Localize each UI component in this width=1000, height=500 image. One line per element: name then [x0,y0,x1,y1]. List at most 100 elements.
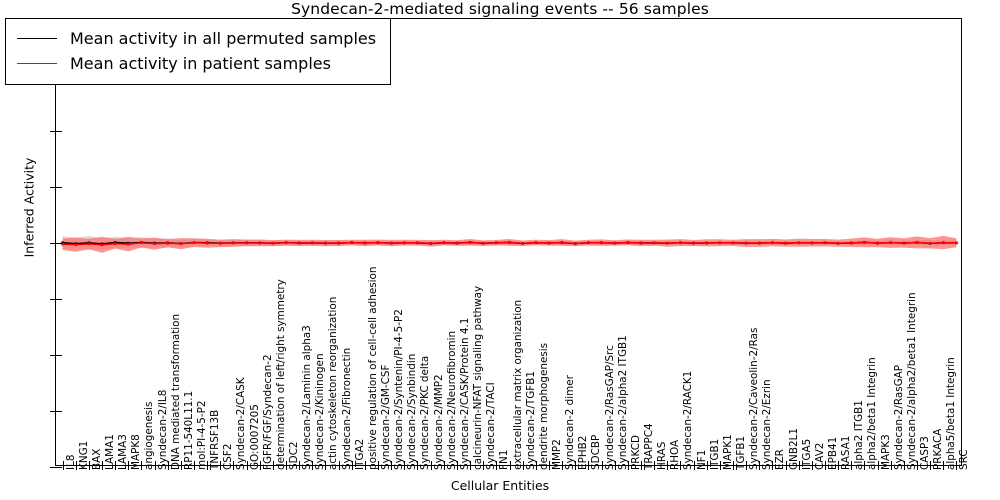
x-tick-label: Syndecan-2/TGFB1 [524,371,537,470]
patient-marker [179,242,183,245]
patient-marker [324,241,327,245]
x-tick-inner [614,461,616,465]
patient-marker [376,241,380,244]
patient-marker [560,241,564,244]
x-tick-label: MMP2 [550,439,563,470]
x-tick-inner [706,461,708,465]
x-tick [890,465,892,470]
x-tick-label: SDC2 [288,441,301,470]
x-tick-inner [680,461,682,465]
x-tick-inner [693,461,695,465]
x-tick-label: MAPK8 [130,434,143,470]
x-tick-label: BAX [90,448,103,470]
x-tick-label: Syndecan-2/RasGAP [892,364,905,470]
x-tick [154,465,156,470]
patient-marker [534,241,538,244]
x-tick-label: EPB41 [826,436,839,470]
x-axis-label: Cellular Entities [450,478,550,493]
x-tick [956,465,958,470]
y-tick-inner [56,243,62,244]
patient-marker [718,241,722,244]
x-tick-label: extracellular matrix organization [511,299,524,470]
patient-marker [626,241,630,244]
x-tick [798,465,800,470]
x-tick [654,465,656,470]
x-tick-inner [719,461,721,465]
x-tick [272,465,274,470]
x-tick [680,465,682,470]
x-tick [746,465,748,470]
y-tick [50,467,56,468]
patient-marker [271,241,275,245]
chart-legend: Mean activity in all permuted samples Me… [5,18,392,85]
patient-marker [587,241,590,244]
patient-marker [521,242,524,245]
x-tick-inner [194,461,196,465]
x-tick [115,465,117,470]
patient-marker [311,241,314,245]
x-tick-inner [470,461,472,465]
x-tick-label: determination of left/right symmetry [274,279,287,470]
patient-marker [363,241,367,245]
series-canvas [61,235,958,253]
patient-marker [810,241,814,245]
x-tick-inner [75,461,77,465]
x-tick-label: CSF2 [222,443,235,470]
x-tick [259,465,261,470]
patient-marker [284,241,288,245]
x-tick-label: alpha5/beta1 Integrin [945,357,958,470]
x-tick-label: Syndecan-2 dimer [564,375,577,470]
x-tick [220,465,222,470]
x-tick-inner [430,461,432,465]
legend-label-permuted: Mean activity in all permuted samples [70,29,377,48]
patient-marker [692,241,695,245]
x-tick [233,465,235,470]
patient-marker [468,241,472,244]
x-tick [667,465,669,470]
x-tick-label: NF1 [695,449,708,470]
x-tick-label: ITGA2 [353,438,366,470]
x-tick-label: SDCBP [590,434,603,470]
x-tick-inner [535,461,537,465]
patient-marker [416,241,419,245]
y-tick-inner [56,187,62,188]
x-tick [772,465,774,470]
x-tick-inner [167,461,169,465]
x-tick-inner [548,461,550,465]
x-tick-inner [115,461,117,465]
x-tick-label: MAPK1 [721,434,734,470]
x-tick [693,465,695,470]
x-tick [535,465,537,470]
x-tick [470,465,472,470]
x-tick-label: Syndecan-2/Synbindin [406,353,419,470]
x-tick [246,465,248,470]
x-tick-inner [654,461,656,465]
x-tick [851,465,853,470]
x-tick [180,465,182,470]
x-tick [562,465,564,470]
patient-marker [350,241,354,244]
x-tick-inner [956,461,958,465]
x-tick-label: Syndecan-2/Caveolin-2/Ras [748,327,761,470]
legend-swatch-red [17,63,57,64]
x-tick-label: Syndecan-2/TACI [485,382,498,470]
x-tick-label: Syndecan-2/PKC delta [419,355,432,470]
patient-marker [731,241,735,245]
x-tick [312,465,314,470]
x-tick [299,465,301,470]
x-tick [930,465,932,470]
x-tick [864,465,866,470]
x-tick [785,465,787,470]
patient-marker [915,241,919,244]
plot-inner [56,19,961,465]
patient-marker [744,241,748,245]
x-tick-label: GO:0007205 [248,404,261,470]
x-tick [194,465,196,470]
x-tick-inner [851,461,853,465]
patient-marker [100,243,104,247]
patient-marker [600,241,603,244]
x-tick [102,465,103,470]
x-tick-label: TGFB1 [734,435,747,470]
x-tick-inner [943,461,945,465]
y-axis-label: Inferred Activity [21,157,37,258]
